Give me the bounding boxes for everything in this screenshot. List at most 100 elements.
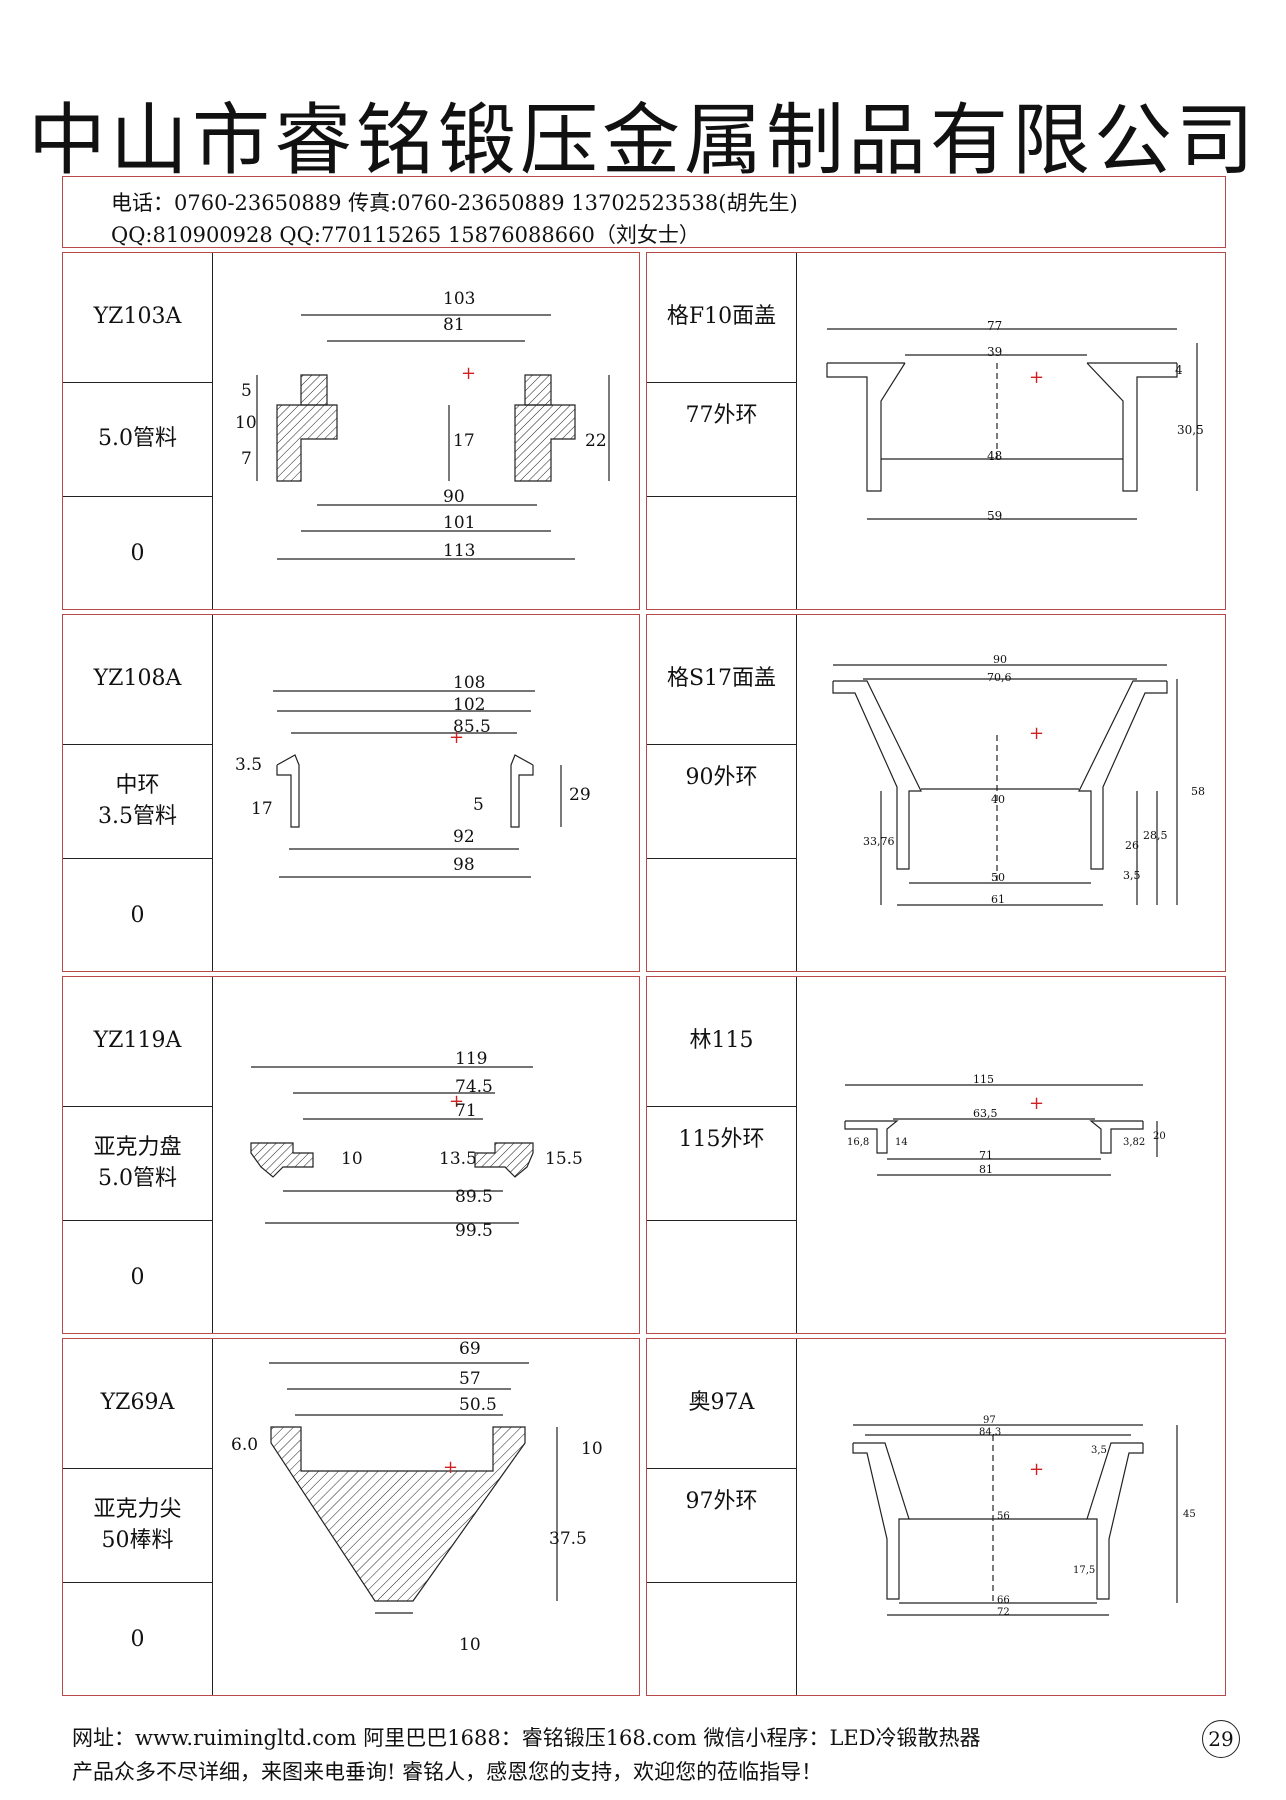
dim-70-6: 70,6 — [987, 671, 1012, 684]
dim-30-5: 30,5 — [1177, 423, 1204, 437]
dim-20: 20 — [1153, 1131, 1166, 1142]
dim-56: 56 — [997, 1511, 1010, 1522]
dim-29: 29 — [569, 785, 591, 805]
dim-61: 61 — [991, 893, 1005, 906]
company-title: 中山市睿铭锻压金属制品有限公司 — [27, 96, 1258, 186]
dim-50: 50 — [991, 871, 1005, 884]
svg-text:+: + — [1029, 1459, 1044, 1480]
dim-4: 4 — [1175, 363, 1183, 377]
dim-90: 90 — [443, 487, 465, 507]
product-qty — [647, 1583, 796, 1697]
product-code: 格F10面盖 — [647, 253, 796, 383]
dim-3-5: 3.5 — [235, 755, 263, 775]
dim-48: 48 — [987, 449, 1003, 463]
product-qty — [647, 859, 796, 973]
dim-81b: 81 — [979, 1163, 993, 1176]
dim-28-5: 28,5 — [1143, 829, 1168, 842]
contact-box: 电话：0760-23650889 传真:0760-23650889 137025… — [62, 176, 1226, 248]
dim-59: 59 — [987, 509, 1003, 523]
dim-33-76: 33,76 — [863, 835, 895, 848]
dim-92: 92 — [453, 827, 475, 847]
dim-16-8: 16,8 — [847, 1137, 870, 1148]
dim-103: 103 — [443, 289, 476, 309]
dim-63-5: 63,5 — [973, 1107, 998, 1120]
dim-69: 69 — [459, 1339, 481, 1359]
drawing-yz108a: + — [273, 690, 562, 878]
dim-115: 115 — [973, 1073, 994, 1086]
product-material: 5.0管料 — [63, 383, 212, 497]
product-code: YZ103A — [63, 253, 212, 383]
dim-119: 119 — [455, 1049, 488, 1069]
footer-line-1: 网址：www.ruimingltd.com 阿里巴巴1688：睿铭锻压168.c… — [72, 1726, 981, 1750]
product-code: YZ108A — [63, 615, 212, 745]
product-qty: 0 — [130, 540, 145, 566]
dim-84-3: 84,3 — [979, 1427, 1002, 1438]
drawing-ao97a: + — [852, 1424, 1178, 1616]
product-card-s17: 格S17面盖 90外环 + 90 70,6 58 40 33,76 26 28,… — [646, 614, 1226, 972]
product-material: 77外环 — [647, 383, 796, 497]
product-card-yz119a: YZ119A 亚克力盘 5.0管料 0 + 119 74.5 71 10 13.… — [62, 976, 640, 1334]
drawing-yz69a: + — [269, 1362, 558, 1614]
dim-10b: 10 — [459, 1635, 481, 1655]
dim-17: 17 — [453, 431, 475, 451]
dim-6-0: 6.0 — [231, 1435, 259, 1455]
product-card-ao97a: 奥97A 97外环 + 97 84,3 3,5 45 56 17,5 66 72 — [646, 1338, 1226, 1696]
product-qty: 0 — [130, 1626, 145, 1652]
dim-71b: 71 — [979, 1149, 993, 1162]
product-card-f10: 格F10面盖 77外环 + 77 39 4 30,5 48 59 — [646, 252, 1226, 610]
drawing-yz119a: + — [250, 1066, 534, 1224]
product-card-yz103a: YZ103A 5.0管料 0 + 103 81 5 10 — [62, 252, 640, 610]
dim-10: 10 — [341, 1149, 363, 1169]
product-qty: 0 — [130, 1264, 145, 1290]
dim-7: 7 — [241, 449, 252, 469]
dim-101: 101 — [443, 513, 476, 533]
drawing-s17: + — [832, 664, 1178, 906]
product-material: 亚克力尖 50棒料 — [63, 1469, 212, 1583]
contact-line-1: 电话：0760-23650889 传真:0760-23650889 137025… — [111, 191, 798, 215]
drawing-lin115: + — [844, 1084, 1158, 1176]
dim-58: 58 — [1191, 785, 1205, 798]
dim-97: 97 — [983, 1415, 996, 1426]
dim-74-5: 74.5 — [455, 1077, 493, 1097]
dim-3-82: 3,82 — [1123, 1137, 1146, 1148]
dim-5b: 5 — [473, 795, 484, 815]
product-code: YZ119A — [63, 977, 212, 1107]
dim-39: 39 — [987, 345, 1003, 359]
product-code: YZ69A — [63, 1339, 212, 1469]
dim-22: 22 — [585, 431, 607, 451]
dim-81: 81 — [443, 315, 465, 335]
dim-26: 26 — [1125, 839, 1139, 852]
dim-15-5: 15.5 — [545, 1149, 583, 1169]
svg-text:+: + — [449, 727, 464, 748]
product-qty — [647, 1221, 796, 1335]
dim-66: 66 — [997, 1595, 1010, 1606]
dim-3-5: 3,5 — [1091, 1445, 1107, 1456]
dim-17b: 17 — [251, 799, 273, 819]
dim-3-5b: 3,5 — [1123, 869, 1141, 882]
dim-98: 98 — [453, 855, 475, 875]
dim-71: 71 — [455, 1101, 477, 1121]
product-code: 林115 — [647, 977, 796, 1107]
contact-line-2: QQ:810900928 QQ:770115265 15876088660（刘女… — [111, 223, 700, 247]
footer-line-2: 产品众多不尽详细，来图来电垂询! 睿铭人，感恩您的支持，欢迎您的莅临指导！ — [72, 1760, 823, 1784]
dim-57: 57 — [459, 1369, 481, 1389]
dim-77: 77 — [987, 319, 1003, 333]
dim-40: 40 — [991, 793, 1005, 806]
dim-89-5: 89.5 — [455, 1187, 493, 1207]
dim-113: 113 — [443, 541, 476, 561]
product-material: 97外环 — [647, 1469, 796, 1583]
svg-text:+: + — [461, 363, 476, 384]
dim-102: 102 — [453, 695, 486, 715]
product-material: 亚克力盘 5.0管料 — [63, 1107, 212, 1221]
dim-99-5: 99.5 — [455, 1221, 493, 1241]
dim-45: 45 — [1183, 1509, 1196, 1520]
dim-17-5: 17,5 — [1073, 1565, 1096, 1576]
svg-text:+: + — [1029, 723, 1044, 744]
dim-90: 90 — [993, 653, 1007, 666]
product-card-yz69a: YZ69A 亚克力尖 50棒料 0 + 69 57 50.5 6.0 10 37… — [62, 1338, 640, 1696]
dim-10a: 10 — [581, 1439, 603, 1459]
svg-text:+: + — [443, 1457, 458, 1478]
product-code: 奥97A — [647, 1339, 796, 1469]
product-card-yz108a: YZ108A 中环 3.5管料 0 + 108 102 85.5 3.5 17 … — [62, 614, 640, 972]
svg-text:+: + — [1029, 1093, 1044, 1114]
